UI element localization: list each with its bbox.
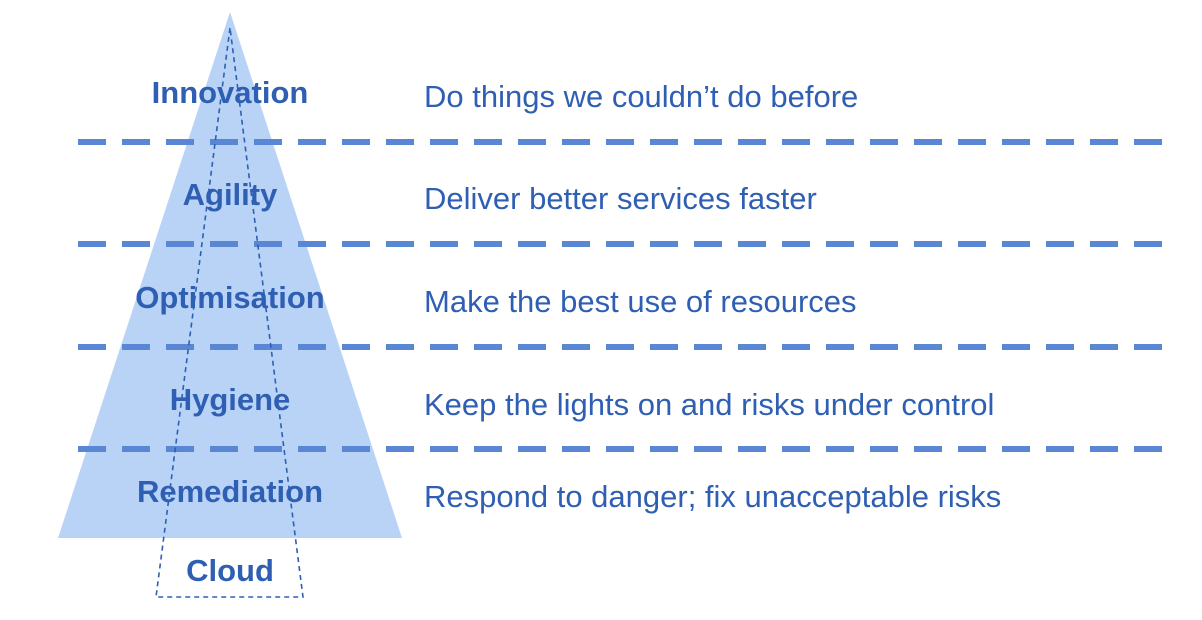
level-name-agility: Agility <box>183 177 278 212</box>
level-description-hygiene: Keep the lights on and risks under contr… <box>424 387 994 422</box>
level-description-optimisation: Make the best use of resources <box>424 284 857 319</box>
level-description-agility: Deliver better services faster <box>424 181 817 216</box>
cloud-label: Cloud <box>186 553 274 588</box>
level-description-innovation: Do things we couldn’t do before <box>424 79 858 114</box>
level-name-innovation: Innovation <box>152 75 309 110</box>
level-description-remediation: Respond to danger; fix unacceptable risk… <box>424 479 1001 514</box>
level-name-remediation: Remediation <box>137 474 323 509</box>
level-name-optimisation: Optimisation <box>135 280 324 315</box>
level-name-hygiene: Hygiene <box>170 382 291 417</box>
pyramid-shape <box>58 12 402 538</box>
